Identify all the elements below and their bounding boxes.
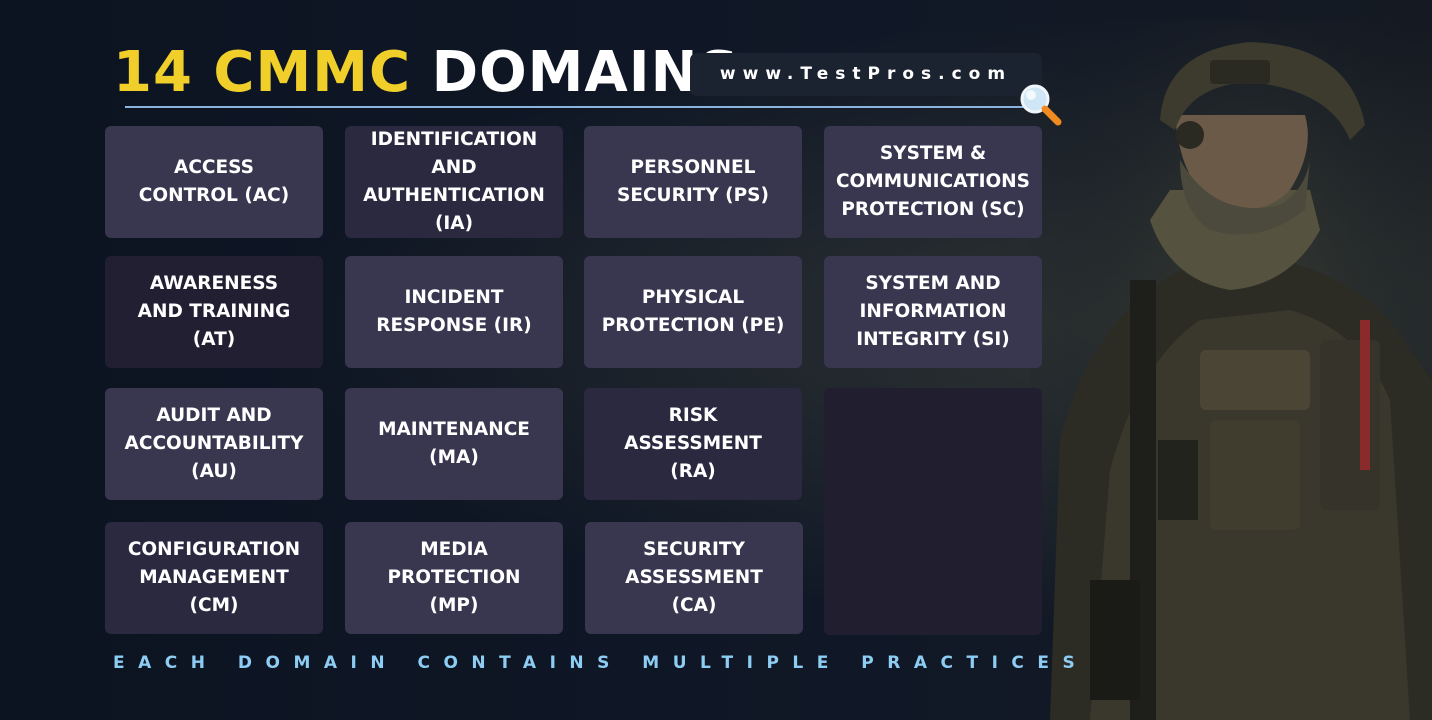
empty-tile (824, 388, 1042, 635)
title-rest: DOMAINS (431, 40, 740, 105)
magnifying-glass-icon (1020, 84, 1062, 126)
domain-tile-risk-assessment: RISK ASSESSMENT (RA) (584, 388, 802, 500)
title-underline (125, 106, 1030, 108)
domain-tile-system-communications-protection: SYSTEM & COMMUNICATIONS PROTECTION (SC) (824, 126, 1042, 238)
domain-tile-identification-authentication: IDENTIFICATION AND AUTHENTICATION (IA) (345, 126, 563, 238)
domain-tile-audit-accountability: AUDIT AND ACCOUNTABILITY (AU) (105, 388, 323, 500)
domain-tile-incident-response: INCIDENT RESPONSE (IR) (345, 256, 563, 368)
soldier-photo (1030, 20, 1432, 720)
domain-tile-access-control: ACCESS CONTROL (AC) (105, 126, 323, 238)
footer-tagline: EACH DOMAIN CONTAINS MULTIPLE PRACTICES (113, 653, 1089, 673)
title-highlight: 14 CMMC (113, 40, 412, 105)
domain-tile-configuration-management: CONFIGURATION MANAGEMENT (CM) (105, 522, 323, 634)
domain-tile-security-assessment: SECURITY ASSESSMENT (CA) (585, 522, 803, 634)
domain-tile-personnel-security: PERSONNEL SECURITY (PS) (584, 126, 802, 238)
page-title: 14 CMMC DOMAINS (113, 38, 740, 108)
domain-tile-system-information-integrity: SYSTEM AND INFORMATION INTEGRITY (SI) (824, 256, 1042, 368)
domain-tile-physical-protection: PHYSICAL PROTECTION (PE) (584, 256, 802, 368)
domain-tile-maintenance: MAINTENANCE (MA) (345, 388, 563, 500)
website-label: www.TestPros.com (690, 53, 1042, 96)
domain-tile-awareness-training: AWARENESS AND TRAINING (AT) (105, 256, 323, 368)
domain-tile-media-protection: MEDIA PROTECTION (MP) (345, 522, 563, 634)
